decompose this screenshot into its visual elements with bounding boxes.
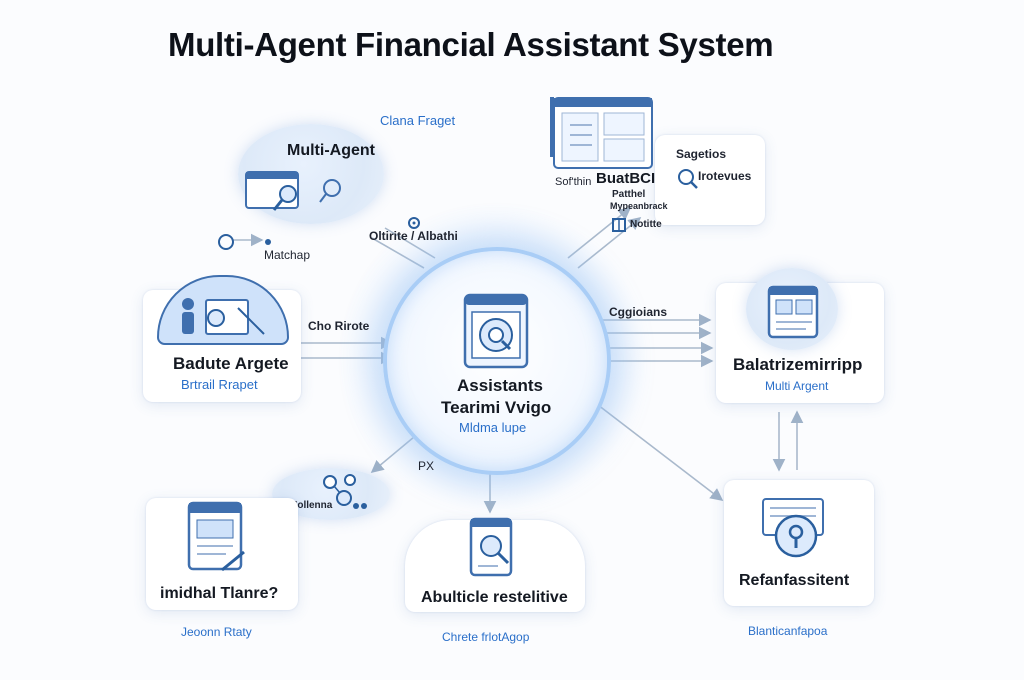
right-subtitle: Multi Argent bbox=[765, 379, 829, 393]
edge-top-left-1 bbox=[371, 237, 425, 269]
top-right-item-2: Irotevues bbox=[698, 169, 752, 183]
top-right-label-bottom: Sof'thin bbox=[555, 176, 592, 188]
small-node-label: Mollenna bbox=[289, 500, 333, 511]
magnifier-icon bbox=[678, 169, 698, 189]
hub-subtitle: Mldma lupe bbox=[459, 420, 527, 435]
bottom-left-caption: Jeoonn Rtaty bbox=[181, 625, 252, 639]
edge-label-bottom-left: PX bbox=[418, 459, 435, 473]
top-left-caption: Matchap bbox=[264, 248, 311, 262]
left-subtitle: Brtrail Rrapet bbox=[181, 377, 258, 392]
top-right-label-main: BuatBCI bbox=[596, 170, 656, 187]
top-right-card bbox=[655, 135, 765, 225]
dashboard-monitor-icon bbox=[550, 97, 653, 169]
top-left-heading: Multi-Agent bbox=[287, 142, 375, 159]
right-heading: Balatrizemirripp bbox=[733, 355, 863, 374]
edge-top-right-1 bbox=[567, 206, 632, 259]
edge-label-left: Cho Rirote bbox=[308, 319, 370, 333]
top-right-item-4: Mypeanbrack bbox=[610, 201, 668, 211]
tablet-search-icon bbox=[469, 517, 513, 577]
edge-label-right: Cggioians bbox=[609, 305, 668, 319]
top-right-item-3: Patthel bbox=[612, 189, 646, 200]
edge-top-left-2 bbox=[384, 227, 436, 259]
top-right-item-1: Sagetios bbox=[676, 147, 727, 161]
link-icons bbox=[218, 234, 271, 250]
edge-bottom-left bbox=[370, 431, 421, 474]
shield-lock-icon bbox=[762, 498, 824, 558]
person-search-icon bbox=[182, 298, 265, 335]
bottom-center-caption: Chrete frlotAgop bbox=[442, 630, 530, 644]
network-icon bbox=[323, 474, 367, 509]
diagram-title: Multi-Agent Financial Assistant System bbox=[168, 26, 774, 63]
small-gear-icon bbox=[408, 217, 420, 229]
edge-label-top-left: Oltirite / Albathi bbox=[369, 229, 458, 243]
grid-icon bbox=[612, 218, 626, 232]
browser-search-icon bbox=[245, 171, 341, 211]
top-center-label: Clana Fraget bbox=[380, 113, 456, 128]
edge-bottom-right bbox=[584, 394, 724, 501]
hub-title-line1: Assistants bbox=[457, 376, 543, 395]
left-heading: Badute Argete bbox=[173, 354, 289, 373]
hub-device-icon bbox=[463, 293, 529, 369]
bottom-right-caption: Blanticanfapoa bbox=[748, 624, 828, 638]
edge-top-right-2 bbox=[577, 216, 642, 269]
bottom-right-heading: Refanfassitent bbox=[739, 572, 850, 589]
hub-title-line2: Tearimi Vvigo bbox=[441, 398, 552, 417]
top-right-item-5: Notitte bbox=[630, 219, 662, 230]
bottom-left-heading: imidhal Tlanre? bbox=[160, 585, 279, 602]
bottom-center-heading: Abulticle restelitive bbox=[421, 589, 568, 606]
tablet-report-icon bbox=[767, 285, 819, 339]
document-tablet-icon bbox=[187, 501, 245, 572]
